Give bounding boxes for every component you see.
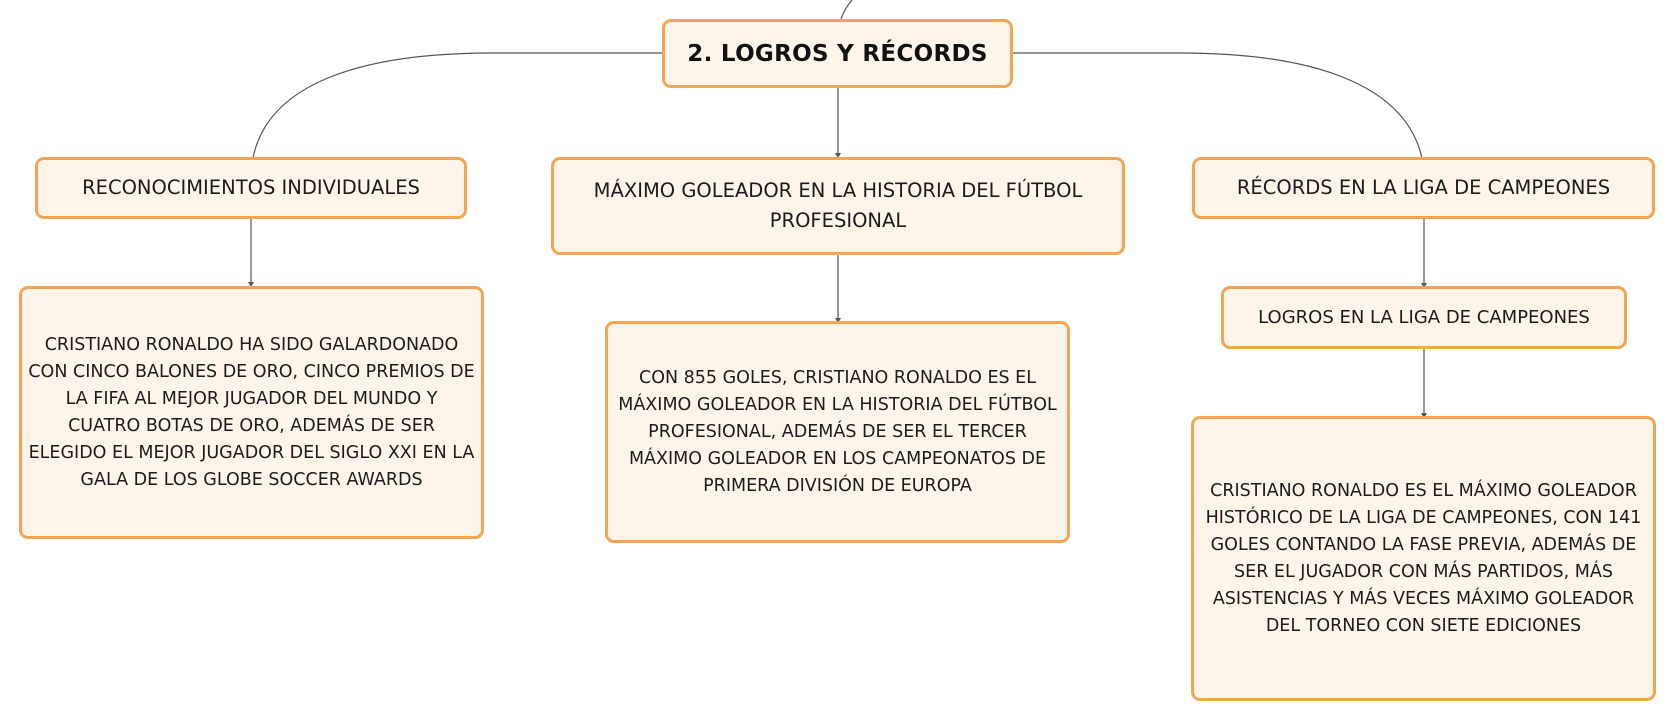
- detail-node-text: CRISTIANO RONALDO HA SIDO GALARDONADO CO…: [28, 334, 475, 490]
- arrowhead-maximo: [835, 318, 841, 323]
- connector-root-to-records: [1012, 52, 1423, 159]
- arrowhead-reconocimientos: [248, 282, 254, 287]
- detail-node-text: CRISTIANO RONALDO ES EL MÁXIMO GOLEADOR …: [1205, 480, 1642, 636]
- branch-node-label: RECONOCIMIENTOS INDIVIDUALES: [82, 176, 420, 199]
- detail-node-liga-campeones[interactable]: CRISTIANO RONALDO ES EL MÁXIMO GOLEADOR …: [1191, 416, 1656, 701]
- arrowhead-root-to-maximo: [835, 153, 841, 158]
- arrowhead-records: [1421, 283, 1427, 288]
- branch-node-maximo-goleador[interactable]: MÁXIMO GOLEADOR EN LA HISTORIA DEL FÚTBO…: [551, 157, 1125, 255]
- branch-node-records-liga[interactable]: RÉCORDS EN LA LIGA DE CAMPEONES: [1192, 157, 1655, 219]
- connector-parent-to-root: [840, 0, 853, 20]
- root-node[interactable]: 2. LOGROS Y RÉCORDS: [662, 19, 1013, 88]
- detail-node-maximo-goleador[interactable]: CON 855 GOLES, CRISTIANO RONALDO ES EL M…: [605, 321, 1070, 543]
- sub-node-label: LOGROS EN LA LIGA DE CAMPEONES: [1258, 307, 1590, 328]
- branch-node-label: MÁXIMO GOLEADOR EN LA HISTORIA DEL FÚTBO…: [593, 179, 1083, 232]
- detail-node-text: CON 855 GOLES, CRISTIANO RONALDO ES EL M…: [618, 367, 1057, 496]
- detail-node-reconocimientos[interactable]: CRISTIANO RONALDO HA SIDO GALARDONADO CO…: [19, 286, 484, 539]
- sub-node-logros-liga[interactable]: LOGROS EN LA LIGA DE CAMPEONES: [1221, 286, 1627, 349]
- branch-node-label: RÉCORDS EN LA LIGA DE CAMPEONES: [1236, 176, 1611, 199]
- connector-root-to-reconocimientos: [252, 52, 664, 159]
- branch-node-reconocimientos[interactable]: RECONOCIMIENTOS INDIVIDUALES: [35, 157, 467, 219]
- root-node-label: 2. LOGROS Y RÉCORDS: [687, 40, 988, 67]
- arrowhead-logros: [1421, 413, 1427, 418]
